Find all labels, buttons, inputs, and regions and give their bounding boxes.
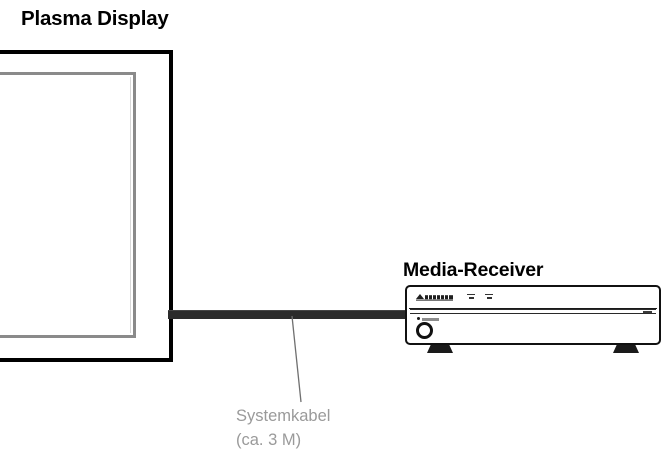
caption-line-1: Systemkabel <box>236 407 331 425</box>
receiver-divider-band <box>410 309 656 314</box>
receiver-indicator-2-icon <box>485 294 493 299</box>
pioneer-logo-icon <box>416 294 453 301</box>
power-indicator-dot <box>417 317 420 320</box>
media-receiver-body <box>405 285 661 345</box>
indicator-1-bar <box>467 294 475 296</box>
receiver-indicator-1-icon <box>467 294 475 299</box>
plasma-display-inner-bezel <box>0 72 136 338</box>
power-knob-label <box>422 318 439 321</box>
media-receiver-unit <box>405 285 661 353</box>
plasma-display-panel <box>0 50 173 362</box>
receiver-foot-right <box>613 345 639 353</box>
plasma-display-screen <box>0 77 131 333</box>
system-cable <box>168 310 408 319</box>
receiver-top-strip <box>409 289 657 309</box>
power-knob[interactable] <box>416 322 433 339</box>
indicator-2-bar <box>485 294 493 296</box>
indicator-2-dot <box>486 297 492 299</box>
receiver-divider-tick <box>643 311 652 313</box>
leader-line-icon <box>291 315 302 403</box>
receiver-foot-left <box>427 345 453 353</box>
media-receiver-title: Media-Receiver <box>403 259 544 281</box>
receiver-lower-face <box>410 315 656 340</box>
plasma-display-title: Plasma Display <box>21 7 169 30</box>
indicator-1-dot <box>468 297 474 299</box>
system-cable-caption: Systemkabel (ca. 3 M) <box>236 404 330 452</box>
caption-line-2: (ca. 3 M) <box>236 431 302 449</box>
